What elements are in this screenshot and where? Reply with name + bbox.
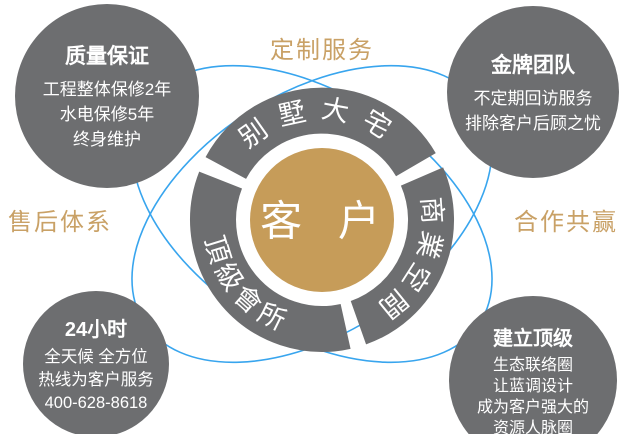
node-team-line: 排除客户后顾之忧 bbox=[465, 113, 601, 133]
node-network-line: 生态联络圈 bbox=[492, 356, 573, 374]
hub-circle bbox=[250, 148, 394, 292]
node-network-title: 建立顶级 bbox=[493, 327, 573, 350]
ring-segment-bottom-left bbox=[190, 171, 351, 352]
node-hotline-line: 全天候 全方位 bbox=[44, 348, 148, 366]
ring-segment-right bbox=[350, 167, 455, 345]
label-aftersales-system: 售后体系 bbox=[8, 209, 112, 236]
hub-label: 客 户 bbox=[260, 198, 392, 245]
node-24h-hotline: 24小时 全天候 全方位 热线为客户服务 400-628-8618 bbox=[23, 291, 169, 434]
node-quality-assurance: 质量保证 工程整体保修2年 水电保修5年 终身维护 bbox=[15, 4, 199, 188]
node-hotline-phone: 400-628-8618 bbox=[44, 394, 148, 412]
label-win-win-cooperation: 合作共赢 bbox=[514, 209, 618, 236]
node-gold-team: 金牌团队 不定期回访服务 排除客户后顾之忧 bbox=[447, 6, 619, 178]
node-network-line: 让蓝调设计 bbox=[492, 377, 573, 395]
node-quality-line: 水电保修5年 bbox=[59, 105, 155, 124]
node-hotline-line: 热线为客户服务 bbox=[38, 371, 154, 389]
node-quality-line: 工程整体保修2年 bbox=[42, 80, 172, 99]
node-team-line: 不定期回访服务 bbox=[473, 88, 593, 108]
node-network-circle: 建立顶级 生态联络圈 让蓝调设计 成为客户强大的 资源人脉圈 bbox=[449, 296, 617, 434]
node-quality-title: 质量保证 bbox=[65, 45, 149, 68]
segmented-ring bbox=[190, 87, 455, 352]
node-quality-line: 终身维护 bbox=[73, 130, 141, 149]
node-hotline-title: 24小时 bbox=[64, 319, 128, 341]
label-custom-service: 定制服务 bbox=[270, 37, 374, 64]
node-network-line: 成为客户强大的 bbox=[476, 398, 589, 416]
ring-segment-top bbox=[205, 87, 436, 180]
node-team-title: 金牌团队 bbox=[491, 53, 575, 77]
node-network-line: 资源人脉圈 bbox=[492, 419, 573, 434]
